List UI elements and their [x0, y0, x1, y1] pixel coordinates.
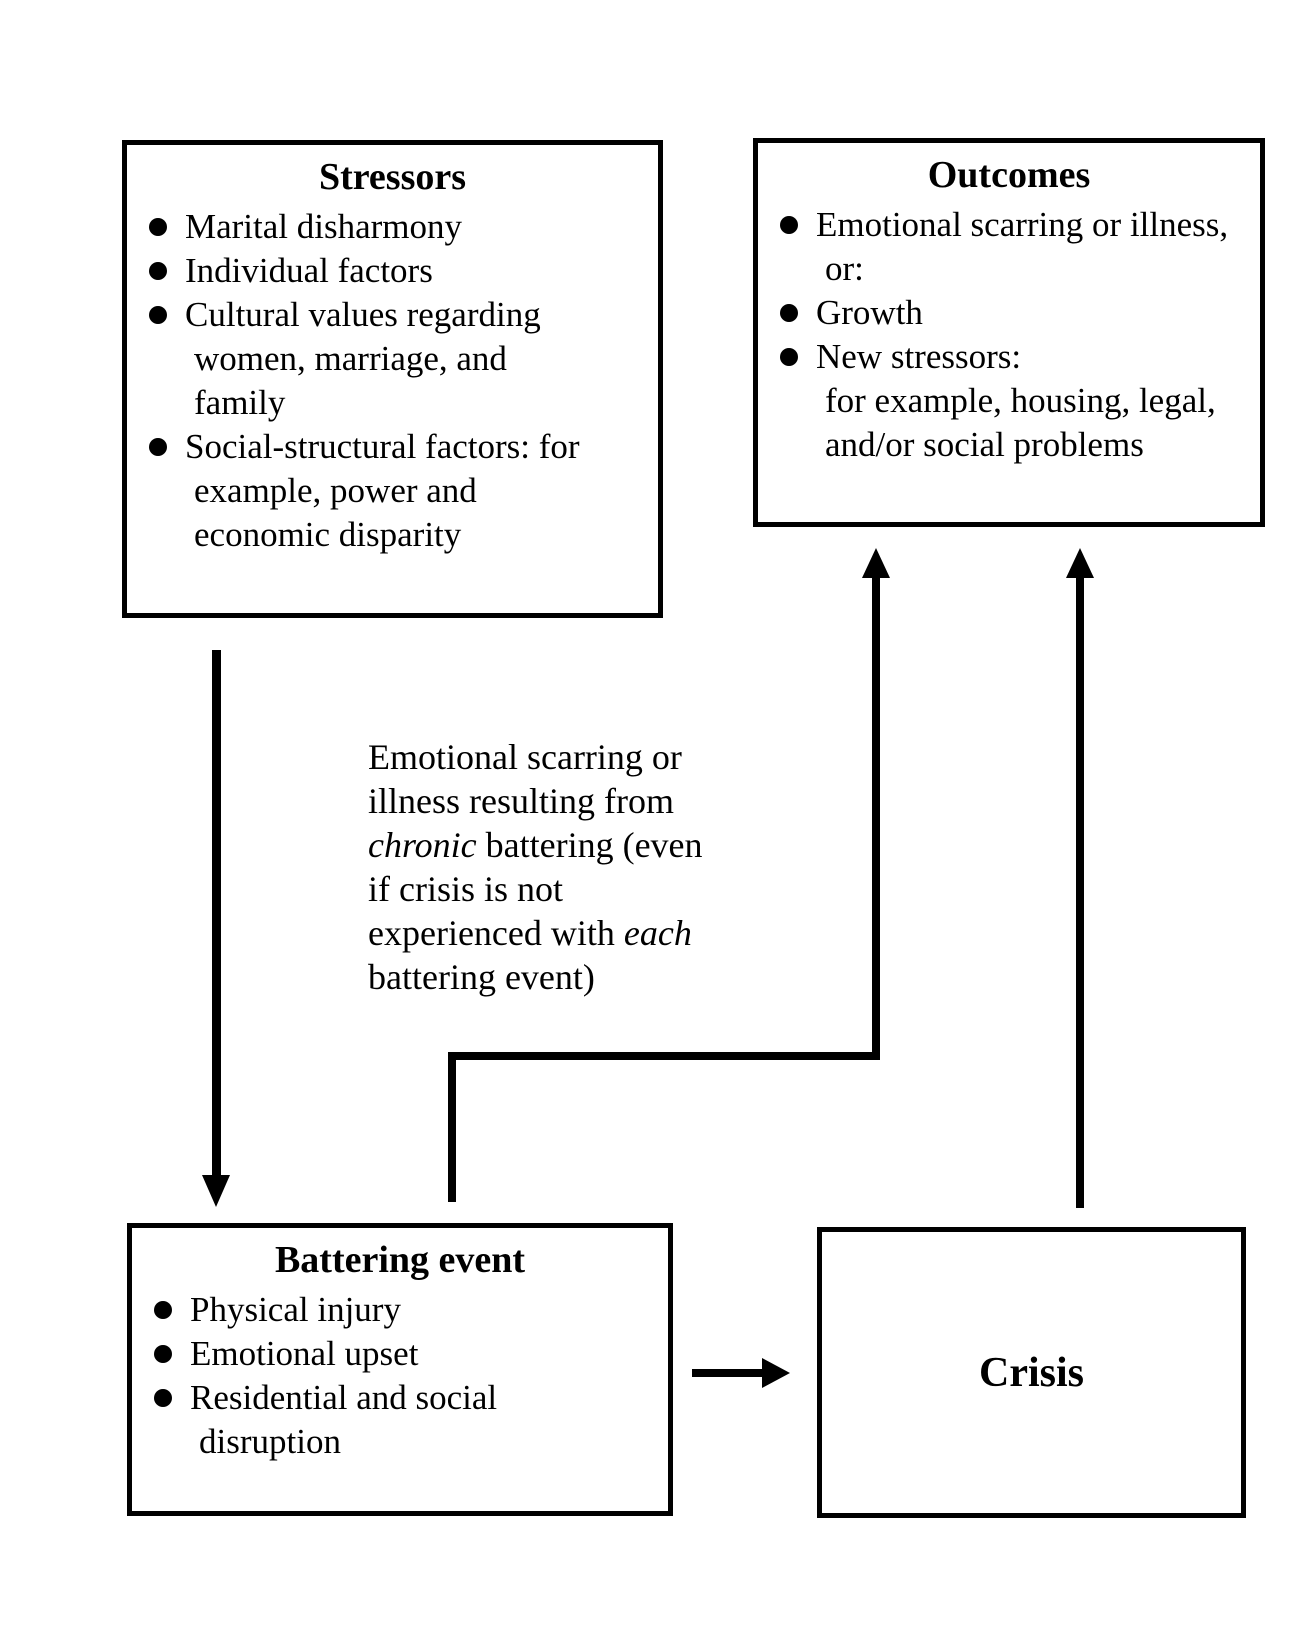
- bullet-icon: [780, 216, 798, 234]
- list-item-text: New stressors: for example, housing, leg…: [816, 337, 1216, 464]
- arrow-shaft: [872, 578, 880, 1060]
- crisis-box: Crisis: [817, 1227, 1246, 1518]
- list-item-text: Cultural values regarding women, marriag…: [185, 295, 541, 422]
- stressors-box-title: Stressors: [318, 156, 467, 198]
- list-item: Emotional upset: [152, 1332, 668, 1376]
- list-item: New stressors: for example, housing, leg…: [778, 335, 1260, 467]
- crisis-box-title: Crisis: [979, 1349, 1084, 1396]
- italic-word: each: [623, 913, 692, 953]
- battering-event-box-title: Battering event: [274, 1239, 526, 1281]
- bullet-icon: [154, 1345, 172, 1363]
- list-item: Physical injury: [152, 1288, 668, 1332]
- outcomes-list: Emotional scarring or illness, or: Growt…: [758, 203, 1260, 467]
- annotation-line: illness resulting from: [368, 781, 674, 821]
- annotation-line: Emotional scarring or: [368, 737, 682, 777]
- list-item-text: Marital disharmony: [185, 207, 463, 246]
- list-item-text: Individual factors: [185, 251, 433, 290]
- list-item: Emotional scarring or illness, or:: [778, 203, 1260, 291]
- list-item-text: Social-structural factors: for example, …: [185, 427, 580, 554]
- arrow-shaft: [448, 1052, 880, 1060]
- bullet-icon: [780, 304, 798, 322]
- bullet-icon: [780, 348, 798, 366]
- italic-word: chronic: [368, 825, 477, 865]
- bullet-icon: [154, 1301, 172, 1319]
- chronic-battering-annotation: Emotional scarring or illness resulting …: [368, 735, 703, 999]
- list-item: Growth: [778, 291, 1260, 335]
- list-item: Individual factors: [147, 249, 658, 293]
- bullet-icon: [149, 218, 167, 236]
- bullet-icon: [149, 262, 167, 280]
- arrow-shaft: [1076, 578, 1084, 1208]
- stressors-list: Marital disharmony Individual factors Cu…: [127, 205, 658, 557]
- list-item-text: Residential and social disruption: [190, 1378, 498, 1461]
- annotation-line: chronic battering (even: [368, 825, 703, 865]
- list-item-text: Physical injury: [190, 1290, 401, 1329]
- annotation-line: battering event): [368, 957, 595, 997]
- arrow-shaft: [212, 650, 221, 1175]
- battering-event-box: Battering event Physical injury Emotiona…: [127, 1223, 673, 1516]
- battering-event-list: Physical injury Emotional upset Resident…: [132, 1288, 668, 1464]
- list-item-text: Emotional upset: [190, 1334, 419, 1373]
- arrowhead-down-icon: [202, 1175, 230, 1207]
- stressors-box: Stressors Marital disharmony Individual …: [122, 140, 663, 618]
- annotation-line: if crisis is not: [368, 869, 563, 909]
- list-item-text: Emotional scarring or illness, or:: [816, 205, 1229, 288]
- arrowhead-up-icon: [1066, 548, 1094, 578]
- arrow-shaft: [448, 1056, 456, 1202]
- list-item-text: Growth: [816, 293, 923, 332]
- arrowhead-up-icon: [862, 548, 890, 578]
- arrowhead-right-icon: [762, 1358, 790, 1388]
- bullet-icon: [149, 306, 167, 324]
- list-item: Marital disharmony: [147, 205, 658, 249]
- list-item: Social-structural factors: for example, …: [147, 425, 658, 557]
- list-item: Residential and social disruption: [152, 1376, 668, 1464]
- bullet-icon: [149, 438, 167, 456]
- outcomes-box-title: Outcomes: [927, 154, 1091, 196]
- bullet-icon: [154, 1389, 172, 1407]
- annotation-line: experienced with each: [368, 913, 692, 953]
- list-item: Cultural values regarding women, marriag…: [147, 293, 658, 425]
- arrow-shaft: [692, 1369, 762, 1377]
- outcomes-box: Outcomes Emotional scarring or illness, …: [753, 138, 1265, 527]
